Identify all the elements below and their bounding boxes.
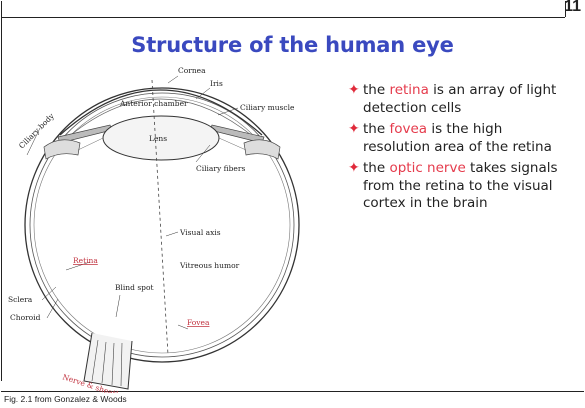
figure-caption: Fig. 2.1 from Gonzalez & Woods xyxy=(4,394,127,404)
label-iris: Iris xyxy=(210,79,223,88)
eye-diagram: Cornea Iris Anterior chamber Ciliary mus… xyxy=(0,55,330,393)
star-bullet-icon: ✦ xyxy=(348,160,360,178)
label-choroid: Choroid xyxy=(10,313,41,322)
label-cornea: Cornea xyxy=(178,66,206,75)
label-blind-spot: Blind spot xyxy=(115,283,154,292)
label-visual-axis: Visual axis xyxy=(179,228,221,237)
bullet-item: ✦ the fovea is the high resolution area … xyxy=(348,121,573,156)
label-retina: Retina xyxy=(73,256,98,265)
label-anterior-chamber: Anterior chamber xyxy=(119,99,188,108)
label-ciliary-muscle: Ciliary muscle xyxy=(240,103,295,112)
bullet-list: ✦ the retina is an array of light detect… xyxy=(348,82,573,217)
frame-top-border xyxy=(2,17,565,18)
label-vitreous-humor: Vitreous humor xyxy=(179,261,240,270)
bullet-item: ✦ the optic nerve takes signals from the… xyxy=(348,160,573,213)
highlight-optic-nerve: optic nerve xyxy=(389,160,465,176)
label-sclera: Sclera xyxy=(8,295,33,304)
star-bullet-icon: ✦ xyxy=(348,121,360,139)
page-number: 11 xyxy=(564,0,581,16)
star-bullet-icon: ✦ xyxy=(348,82,360,100)
slide-title: Structure of the human eye xyxy=(0,33,585,57)
highlight-retina: retina xyxy=(389,82,428,98)
label-ciliary-fibers: Ciliary fibers xyxy=(196,164,245,173)
label-lens: Lens xyxy=(149,134,167,143)
highlight-fovea: fovea xyxy=(389,121,427,137)
bullet-item: ✦ the retina is an array of light detect… xyxy=(348,82,573,117)
label-fovea: Fovea xyxy=(187,318,210,327)
